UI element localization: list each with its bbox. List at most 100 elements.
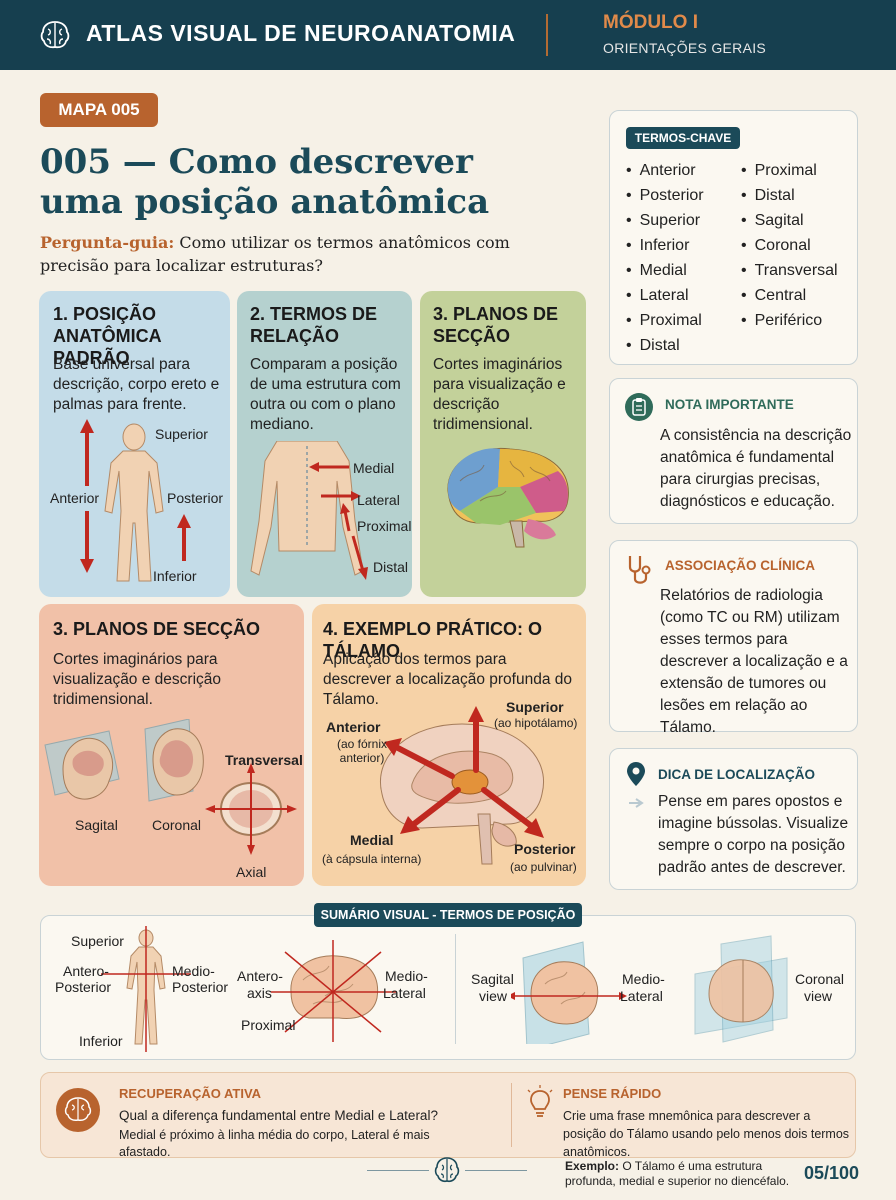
card5-title: 4. EXEMPLO PRÁTICO: O TÁLAMO [323,619,543,661]
guide-text: Como utilizar os termos anatômicos com p… [40,233,510,275]
card2-title: 2. TERMOS DE RELAÇÃO [250,303,377,347]
card2-title-line1: 2. TERMOS DE [250,304,378,324]
sum-sag-view: view [479,988,508,1004]
label-axial: Axial [236,864,267,880]
label-lateral: Lateral [357,492,400,508]
summary-brain-axes-figure [271,940,397,1042]
colored-brain-lobes-figure [447,447,569,548]
think-text: Crie uma frase mnemônica para descrever … [563,1109,850,1159]
keyword-item: Posterior [626,183,704,208]
keyword-item: Coronal [741,233,838,258]
card4-text: Cortes imaginários para visualização e d… [53,651,222,708]
card1-title-line2: ANATÔMICA PADRÃO [53,326,161,368]
footer-example-label: Exemplo: [565,1159,620,1173]
summary-coronal-figure [694,935,788,1043]
card5-text: Aplicação dos termos para descrever a lo… [323,651,573,708]
label-proximal: Proximal [357,518,412,534]
tip-text: Pense em pares opostos e imagine bússola… [658,793,849,876]
clinical-title: ASSOCIAÇÃO CLÍNICA [665,558,816,573]
card3-title-line1: 3. PLANOS DE [433,304,559,324]
module-subtitle: ORIENTAÇÕES GERAIS [603,40,767,56]
label-posterior: Posterior [167,490,224,506]
card-thalamus-example: 4. EXEMPLO PRÁTICO: O TÁLAMO Aplicação d… [312,604,586,886]
sum-label-antero: Antero- [63,963,109,979]
think-title: PENSE RÁPIDO [563,1086,662,1101]
sum-label-posterior: Posterior [55,979,112,995]
sub-anterior-thalamus: (ao fórnix anterior) [336,737,388,765]
thalamus-brain-figure [380,706,544,865]
card1-title-line1: 1. POSIÇÃO [53,304,157,324]
card2-title-line2: RELAÇÃO [250,326,339,346]
label-anterior-thalamus: Anterior [326,719,381,735]
label-medial-thalamus: Medial [350,832,394,848]
tip-box: DICA DE LOCALIZAÇÃO Pense em pares opost… [609,748,858,890]
guide-question: Pergunta-guia: Como utilizar os termos a… [40,231,580,277]
keyword-item: Transversal [741,258,838,283]
keyword-item: Inferior [626,233,704,258]
brain-footer-icon [434,1157,460,1183]
clipboard-icon [625,393,653,421]
label-superior: Superior [155,426,208,442]
clinical-box: ASSOCIAÇÃO CLÍNICA Relatórios de radiolo… [609,540,858,736]
torso-figure [250,441,368,580]
label-inferior: Inferior [153,568,197,584]
note-box: NOTA IMPORTANTE A consistência na descri… [609,378,858,524]
sum-brain-proximal: Proximal [241,1017,296,1033]
note-title: NOTA IMPORTANTE [665,397,794,412]
practice-box: RECUPERAÇÃO ATIVA Qual a diferença funda… [40,1072,856,1159]
card-section-planes-2: 3. PLANOS DE SECÇÃO Cortes imaginários p… [39,604,304,886]
sum-label-posterior2: Posterior [172,979,229,995]
sum-label-inferior: Inferior [79,1033,123,1049]
summary-sagittal-figure [511,941,627,1044]
label-distal: Distal [373,559,409,575]
summary-divider [455,934,456,1044]
keyword-item: Proximal [741,158,838,183]
keywords-col1: Anterior Posterior Superior Inferior Med… [626,158,704,358]
sum-sag-medio: Medio- [622,971,665,987]
sum-brain-axis: axis [247,985,272,1001]
footer-line-left [367,1170,429,1171]
sum-cor-coronal: Coronal [795,971,845,987]
keyword-item: Periférico [741,308,838,333]
brain-recall-icon [56,1088,100,1132]
footer-example-text: O Tálamo é uma estrutura profunda, media… [565,1159,790,1188]
keyword-item: Sagital [741,208,838,233]
card4-title: 3. PLANOS DE SECÇÃO [53,619,261,639]
sum-label-medio: Medio- [172,963,215,979]
label-sagittal: Sagital [75,817,118,833]
arrow-right-icon [629,798,644,808]
sum-cor-view: view [804,988,833,1004]
map-badge: MAPA 005 [40,93,158,127]
label-medial: Medial [353,460,395,476]
card1-text: Base universal para descrição, corpo ere… [53,356,220,413]
recall-answer: Medial é próximo à linha média do corpo,… [119,1128,430,1159]
keyword-item: Medial [626,258,704,283]
practice-divider [511,1083,512,1147]
label-anterior: Anterior [50,490,100,506]
sub-posterior-thalamus: (ao pulvinar) [510,860,577,874]
tip-title: DICA DE LOCALIZAÇÃO [658,767,815,782]
sum-sag-lateral: Lateral [620,988,663,1004]
keywords-tag: TERMOS-CHAVE [626,127,740,149]
summary-tag: SUMÁRIO VISUAL - TERMOS DE POSIÇÃO [314,903,582,927]
keyword-item: Central [741,283,838,308]
clinical-text: Relatórios de radiologia (como TC ou RM)… [660,587,848,736]
card-anatomical-position: 1. POSIÇÃO ANATÔMICA PADRÃO Base univers… [39,291,230,597]
sum-label-superior: Superior [71,933,124,949]
recall-title: RECUPERAÇÃO ATIVA [119,1086,262,1101]
footer-line-right [465,1170,527,1171]
section-planes-figure [44,719,297,855]
page-title-line1: 005 — Como descrever [40,142,473,182]
label-coronal: Coronal [152,817,202,833]
label-transversal: Transversal [225,752,303,768]
summary-body-figure [101,926,191,1052]
page-number: 05/100 [804,1163,860,1183]
keyword-item: Proximal [626,308,704,333]
label-superior-thalamus: Superior [506,699,564,715]
sum-brain-medio: Medio- [385,968,428,984]
header-bar: ATLAS VISUAL DE NEUROANATOMIA MÓDULO I O… [0,0,896,70]
sub-medial-thalamus: (à cápsula interna) [322,852,422,866]
footer-example: Exemplo: O Tálamo é uma estrutura profun… [565,1159,793,1189]
stethoscope-icon [628,556,651,584]
location-pin-icon [627,762,645,786]
